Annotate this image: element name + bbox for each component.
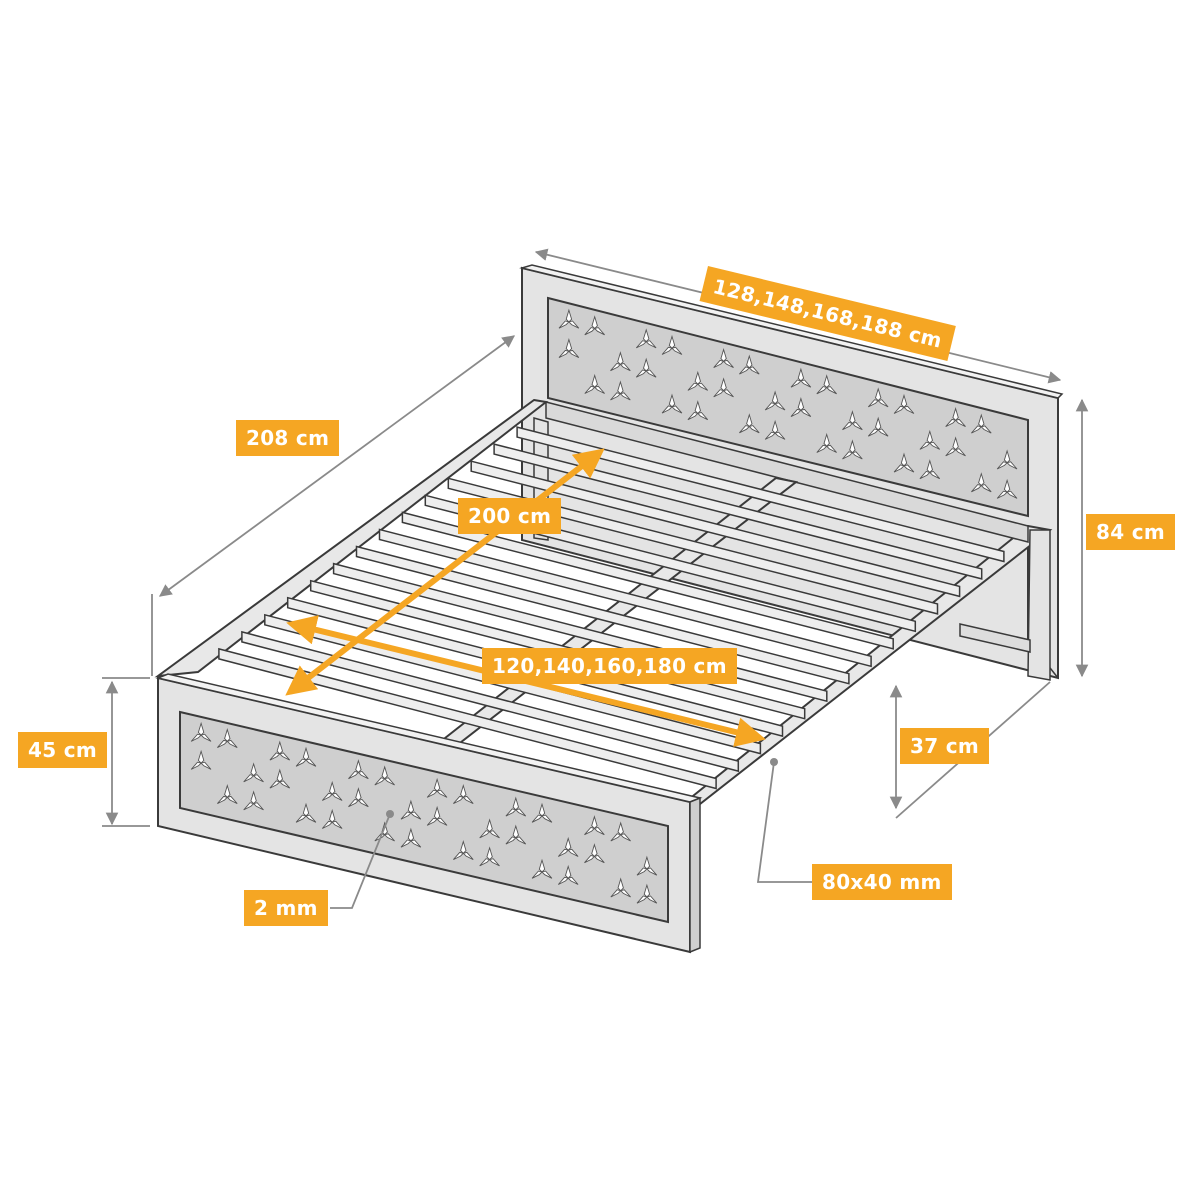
slat xyxy=(516,426,1005,563)
panel-thickness-label: 2 mm xyxy=(244,890,328,926)
total-length-label: 208 cm xyxy=(236,420,340,456)
headboard-height-label: 84 cm xyxy=(1086,514,1175,550)
profile-leader xyxy=(756,761,812,883)
profile-size-label: 80x40 mm xyxy=(812,864,952,900)
panel-leader xyxy=(330,813,391,909)
footboard-height-label: 45 cm xyxy=(18,732,107,768)
panel-leader-dot xyxy=(386,810,394,818)
profile-leader-dot xyxy=(770,758,778,766)
underbed-height-label: 37 cm xyxy=(900,728,989,764)
inner-width-label: 120,140,160,180 cm xyxy=(482,648,737,684)
inner-length-label: 200 cm xyxy=(458,498,562,534)
